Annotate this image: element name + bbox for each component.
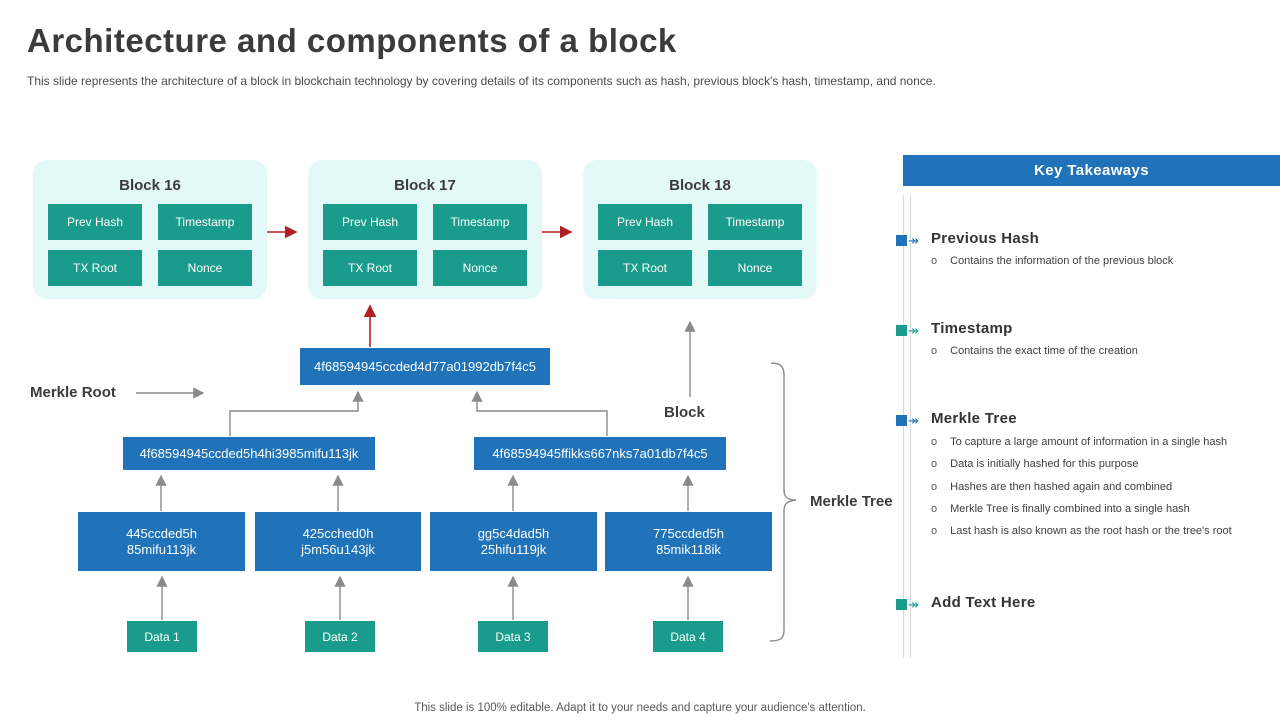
block-16-tx-root-cell: TX Root xyxy=(48,250,142,286)
leaf-hash-line: 425cched0h xyxy=(302,525,374,541)
takeaway-heading-previous-hash: Previous Hash xyxy=(931,230,1040,247)
square-bullet-icon xyxy=(896,235,907,246)
merkle-tree-label: Merkle Tree xyxy=(810,493,893,510)
takeaway-bullet: To capture a large amount of information… xyxy=(931,436,1227,448)
two-headed-arrow-icon xyxy=(908,415,919,426)
merkle-leaf-hash-4: 775ccded5h 85mik118ik xyxy=(605,512,772,571)
connector-branch-left-to-root xyxy=(229,390,364,436)
square-bullet-icon xyxy=(896,325,907,336)
key-takeaways-header: Key Takeaways xyxy=(903,155,1280,186)
takeaway-bullet: Last hash is also known as the root hash… xyxy=(931,525,1232,537)
block-17-tx-root-cell: TX Root xyxy=(323,250,417,286)
data-box-1: Data 1 xyxy=(127,621,197,652)
block-16-title: Block 16 xyxy=(119,177,181,194)
takeaway-bullet: Merkle Tree is finally combined into a s… xyxy=(931,503,1190,515)
merkle-leaf-hash-3: gg5c4dad5h 25hifu119jk xyxy=(430,512,597,571)
block-16-prev-hash-cell: Prev Hash xyxy=(48,204,142,240)
square-bullet-icon xyxy=(896,599,907,610)
merkle-root-hash-box: 4f68594945ccded4d77a01992db7f4c5 xyxy=(300,348,550,385)
takeaway-bullet: Data is initially hashed for this purpos… xyxy=(931,458,1138,470)
takeaway-heading-merkle-tree: Merkle Tree xyxy=(931,410,1017,427)
takeaway-bullet: Contains the exact time of the creation xyxy=(931,345,1138,357)
page-title: Architecture and components of a block xyxy=(27,22,677,59)
merkle-root-label: Merkle Root xyxy=(30,384,116,401)
data-box-4: Data 4 xyxy=(653,621,723,652)
block-18-title: Block 18 xyxy=(669,177,731,194)
takeaway-bullet: Contains the information of the previous… xyxy=(931,255,1173,267)
data-box-2: Data 2 xyxy=(305,621,375,652)
marker-timestamp xyxy=(896,324,919,337)
block-18-tx-root-cell: TX Root xyxy=(598,250,692,286)
marker-add-text xyxy=(896,598,919,611)
key-takeaways-title: Key Takeaways xyxy=(1034,162,1149,179)
page-subtitle: This slide represents the architecture o… xyxy=(27,74,936,88)
block-18-card: Block 18 Prev Hash Timestamp TX Root Non… xyxy=(583,160,817,299)
block-17-title: Block 17 xyxy=(394,177,456,194)
data-box-3: Data 3 xyxy=(478,621,548,652)
two-headed-arrow-icon xyxy=(908,325,919,336)
merkle-branch-hash-left: 4f68594945ccded5h4hi3985mifu113jk xyxy=(123,437,375,470)
block-16-nonce-cell: Nonce xyxy=(158,250,252,286)
leaf-hash-line: 445ccded5h xyxy=(126,525,197,541)
marker-merkle-tree xyxy=(896,414,919,427)
leaf-hash-line: 25hifu119jk xyxy=(480,541,547,557)
block-18-prev-hash-cell: Prev Hash xyxy=(598,204,692,240)
block-16-card: Block 16 Prev Hash Timestamp TX Root Non… xyxy=(33,160,267,299)
footer-note: This slide is 100% editable. Adapt it to… xyxy=(414,702,866,714)
merkle-leaf-hash-2: 425cched0h j5m56u143jk xyxy=(255,512,421,571)
block-17-prev-hash-cell: Prev Hash xyxy=(323,204,417,240)
leaf-hash-line: j5m56u143jk xyxy=(301,541,375,557)
block-17-nonce-cell: Nonce xyxy=(433,250,527,286)
block-16-timestamp-cell: Timestamp xyxy=(158,204,252,240)
block-label: Block xyxy=(664,404,705,421)
block-18-timestamp-cell: Timestamp xyxy=(708,204,802,240)
merkle-leaf-hash-1: 445ccded5h 85mifu113jk xyxy=(78,512,245,571)
square-bullet-icon xyxy=(896,415,907,426)
block-17-timestamp-cell: Timestamp xyxy=(433,204,527,240)
block-17-card: Block 17 Prev Hash Timestamp TX Root Non… xyxy=(308,160,542,299)
takeaway-heading-add-text: Add Text Here xyxy=(931,594,1036,611)
marker-previous-hash xyxy=(896,234,919,247)
takeaway-heading-timestamp: Timestamp xyxy=(931,320,1013,337)
takeaway-bullet: Hashes are then hashed again and combine… xyxy=(931,481,1172,493)
block-18-nonce-cell: Nonce xyxy=(708,250,802,286)
merkle-tree-brace xyxy=(769,362,797,642)
leaf-hash-line: 85mik118ik xyxy=(656,541,721,557)
connector-branch-right-to-root xyxy=(471,390,608,436)
leaf-hash-line: 775ccded5h xyxy=(653,525,724,541)
merkle-branch-hash-right: 4f68594945ffikks667nks7a01db7f4c5 xyxy=(474,437,726,470)
two-headed-arrow-icon xyxy=(908,235,919,246)
leaf-hash-line: 85mifu113jk xyxy=(126,541,197,557)
two-headed-arrow-icon xyxy=(908,599,919,610)
leaf-hash-line: gg5c4dad5h xyxy=(477,525,550,541)
